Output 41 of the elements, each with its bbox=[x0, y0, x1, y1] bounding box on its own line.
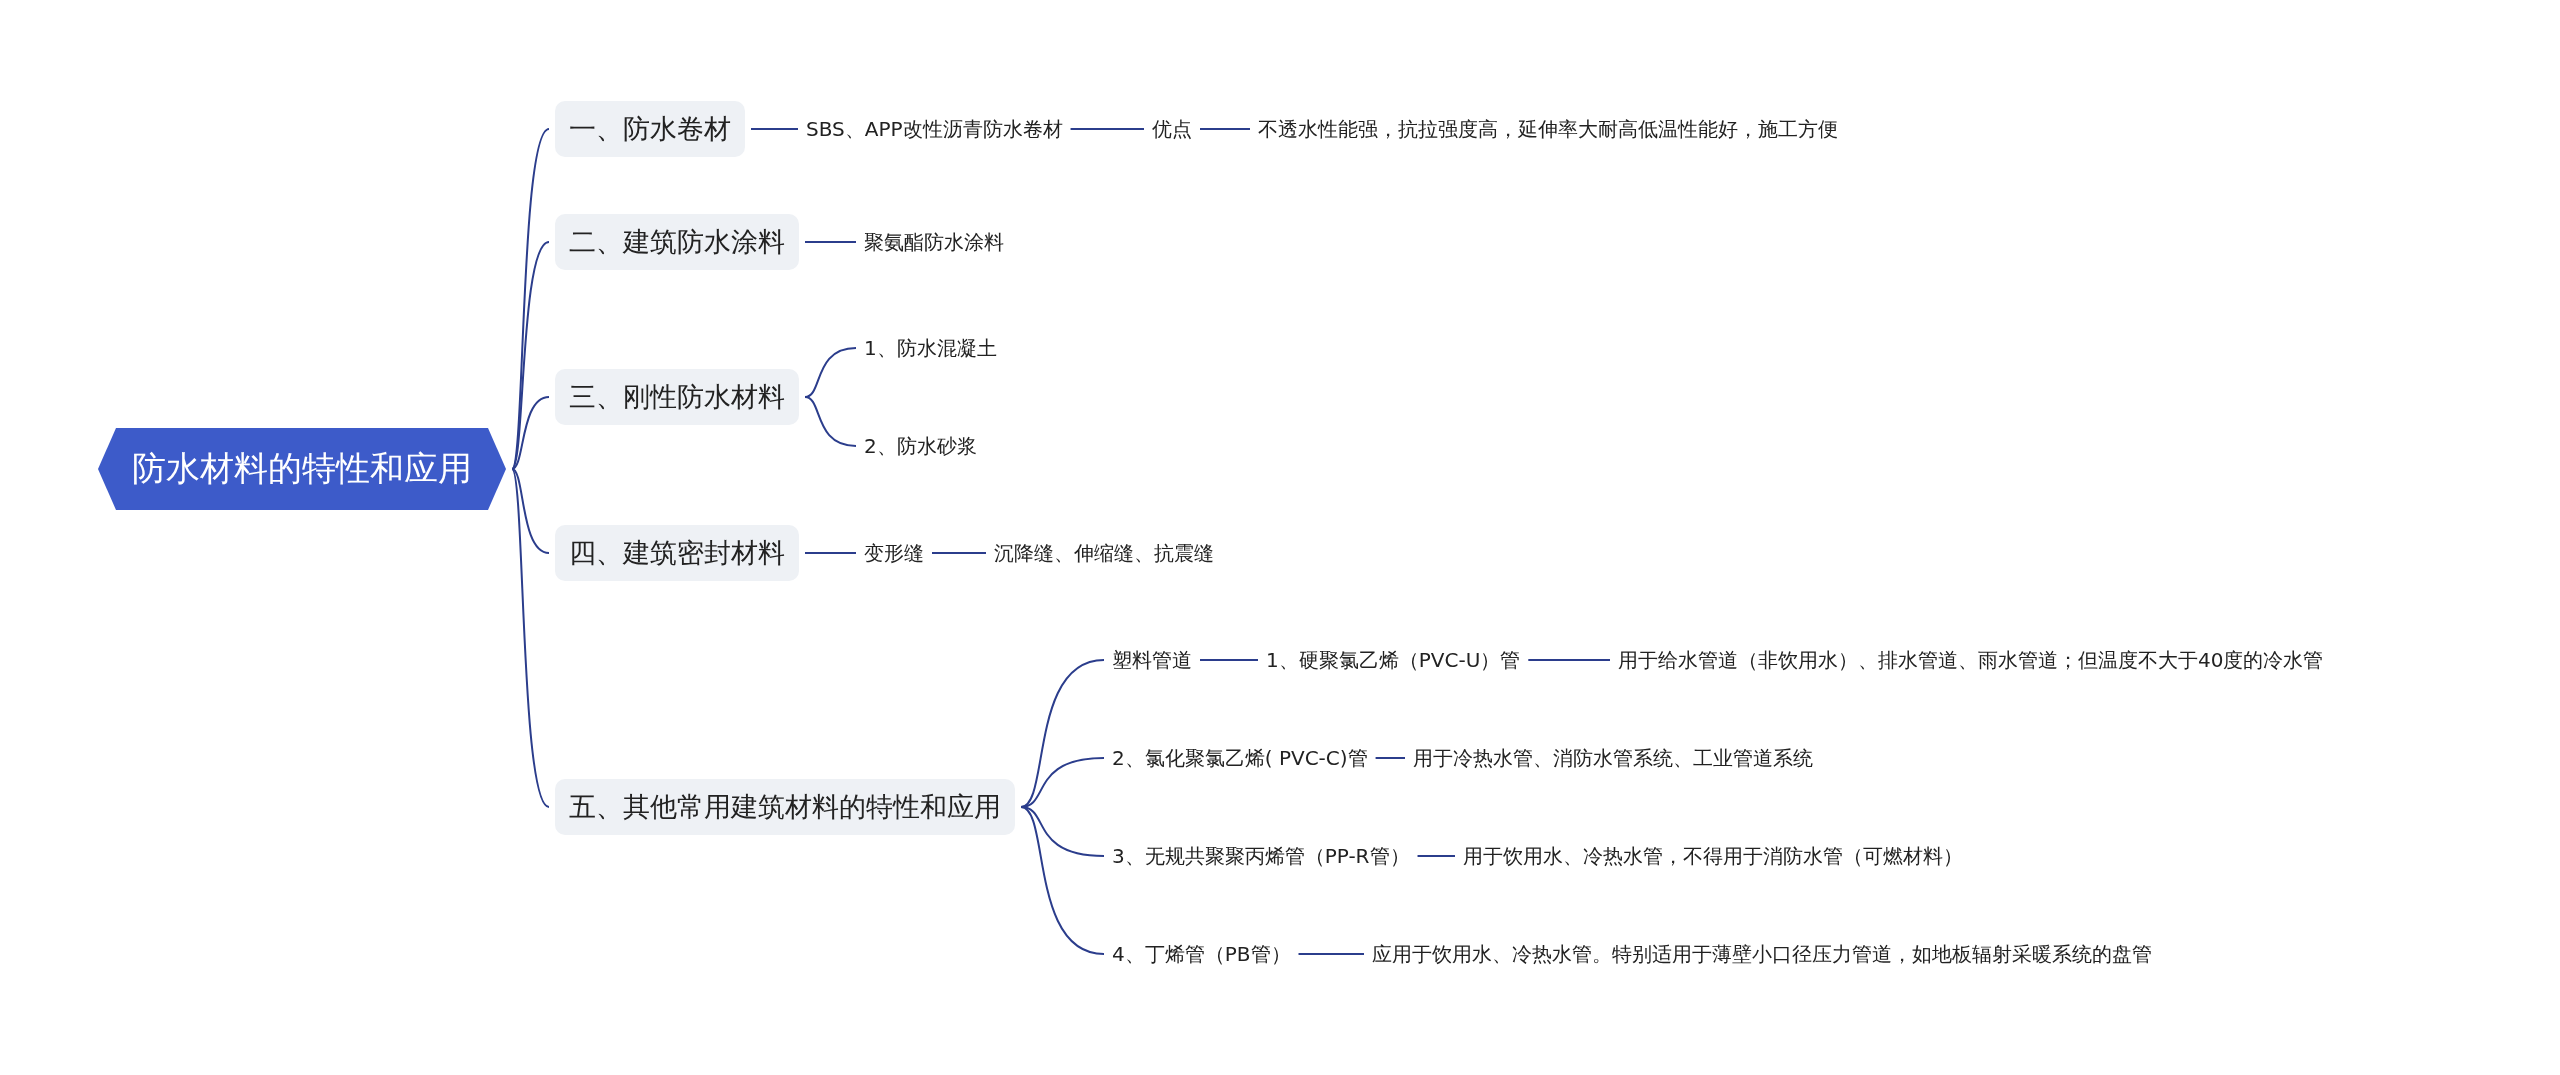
connector-line bbox=[804, 347, 857, 398]
connector-line bbox=[511, 396, 550, 470]
connector-line bbox=[750, 128, 799, 130]
connector-line bbox=[1020, 806, 1105, 955]
connector-line bbox=[1416, 855, 1456, 857]
subtopic-text: SBS、APP改性沥青防水卷材 bbox=[804, 111, 1065, 147]
connector-line bbox=[1199, 659, 1259, 661]
topic-box: 三、刚性防水材料 bbox=[555, 369, 799, 425]
connector-line bbox=[1527, 659, 1611, 661]
subtopic-text: 变形缝 bbox=[862, 535, 926, 571]
connector-line bbox=[1297, 953, 1365, 955]
topic-box: 五、其他常用建筑材料的特性和应用 bbox=[555, 779, 1015, 835]
subtopic-text: 2、防水砂浆 bbox=[862, 428, 979, 464]
subtopic-text: 沉降缝、伸缩缝、抗震缝 bbox=[992, 535, 1216, 571]
subtopic-text: 4、丁烯管（PB管） bbox=[1110, 936, 1293, 972]
topic-box: 一、防水卷材 bbox=[555, 101, 745, 157]
connector-line bbox=[1069, 128, 1145, 130]
connector-line bbox=[1199, 128, 1251, 130]
connector-line bbox=[804, 552, 857, 554]
subtopic-text: 1、防水混凝土 bbox=[862, 330, 999, 366]
subtopic-text: 聚氨酯防水涂料 bbox=[862, 224, 1006, 260]
connector-line bbox=[931, 552, 987, 554]
connector-line bbox=[511, 241, 550, 470]
subtopic-text: 优点 bbox=[1150, 111, 1194, 147]
subtopic-text: 用于冷热水管、消防水管系统、工业管道系统 bbox=[1411, 740, 1815, 776]
subtopic-text: 1、硬聚氯乙烯（PVC-U）管 bbox=[1264, 642, 1523, 678]
subtopic-text: 用于饮用水、冷热水管，不得用于消防水管（可燃材料） bbox=[1461, 838, 1965, 874]
subtopic-text: 不透水性能强，抗拉强度高，延伸率大耐高低温性能好，施工方便 bbox=[1256, 111, 1840, 147]
subtopic-text: 应用于饮用水、冷热水管。特别适用于薄壁小口径压力管道，如地板辐射采暖系统的盘管 bbox=[1370, 936, 2154, 972]
topic-box: 四、建筑密封材料 bbox=[555, 525, 799, 581]
connector-line bbox=[804, 396, 857, 447]
subtopic-text: 2、氯化聚氯乙烯( PVC-C)管 bbox=[1110, 740, 1370, 776]
subtopic-text: 用于给水管道（非饮用水）、排水管道、雨水管道；但温度不大于40度的冷水管 bbox=[1616, 642, 2326, 678]
topic-box: 二、建筑防水涂料 bbox=[555, 214, 799, 270]
connector-line bbox=[1374, 757, 1406, 759]
connector-line bbox=[804, 241, 857, 243]
connector-line bbox=[511, 468, 550, 554]
subtopic-text: 塑料管道 bbox=[1110, 642, 1194, 678]
subtopic-text: 3、无规共聚聚丙烯管（PP-R管） bbox=[1110, 838, 1412, 874]
connector-line bbox=[1020, 659, 1105, 808]
connector-line bbox=[511, 468, 550, 808]
